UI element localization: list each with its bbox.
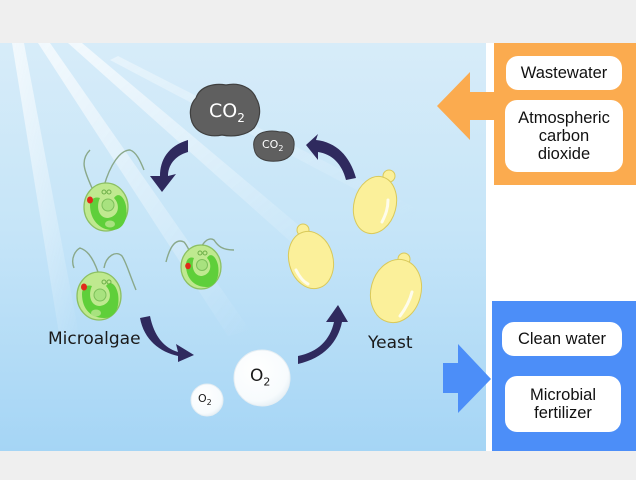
cycle-scene	[0, 43, 486, 451]
co2-label-small: CO2	[262, 138, 284, 154]
cycle-arrows	[140, 134, 356, 364]
yeast-cell-1	[352, 169, 398, 235]
yeast-cell-2	[287, 223, 335, 290]
output-item-clean-water: Clean water	[502, 322, 622, 356]
output-item-microbial-fertilizer: Microbial fertilizer	[505, 376, 621, 432]
input-item-wastewater: Wastewater	[506, 56, 622, 90]
o2-bubble-small	[190, 383, 224, 417]
o2-label-small: O2	[198, 392, 212, 408]
arrow-o2-to-yeast	[298, 305, 348, 364]
microalgae-cell-3	[165, 238, 235, 290]
column-separator	[486, 43, 492, 451]
o2-bubble-large	[233, 349, 291, 407]
yeast-cell-3	[369, 252, 423, 324]
microalgae-label: Microalgae	[48, 329, 141, 349]
arrow-algae-to-o2	[140, 316, 194, 362]
microalgae-cell-1	[83, 149, 145, 232]
cycle-illustration	[12, 43, 423, 417]
arrow-yeast-to-co2	[306, 134, 356, 180]
co2-cloud-small	[253, 130, 295, 162]
input-item-atmospheric-co2: Atmospheric carbon dioxide	[505, 100, 623, 172]
yeast-label: Yeast	[368, 333, 413, 353]
microalgae-cell-2	[71, 247, 137, 321]
o2-label-large: O2	[250, 366, 271, 389]
co2-label-large: CO2	[209, 100, 245, 125]
arrow-co2-to-algae	[150, 140, 188, 192]
co2-cloud-large	[189, 83, 261, 137]
